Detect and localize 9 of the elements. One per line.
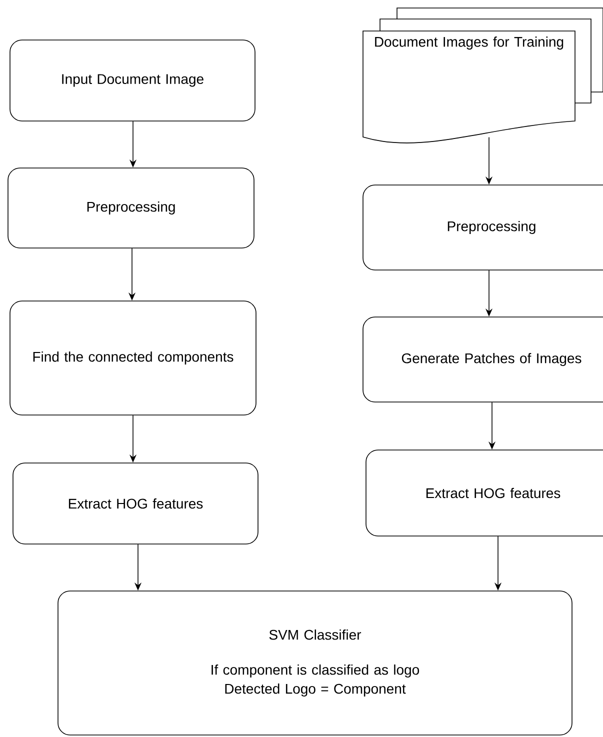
- process-box: Find the connected components: [10, 300, 256, 416]
- document-stack: Document Images for Training: [362, 8, 603, 144]
- process-box: Input Document Image: [10, 40, 256, 122]
- process-box: Preprocessing: [362, 184, 603, 270]
- process-box: Extract HOG features: [12, 462, 258, 544]
- process-box: Generate Patches of Images: [362, 316, 603, 402]
- process-box: Extract HOG features: [366, 450, 603, 536]
- process-box: SVM Classifier If component is classified as logo Detected Logo = Component: [58, 590, 572, 736]
- process-box: Preprocessing: [8, 168, 254, 248]
